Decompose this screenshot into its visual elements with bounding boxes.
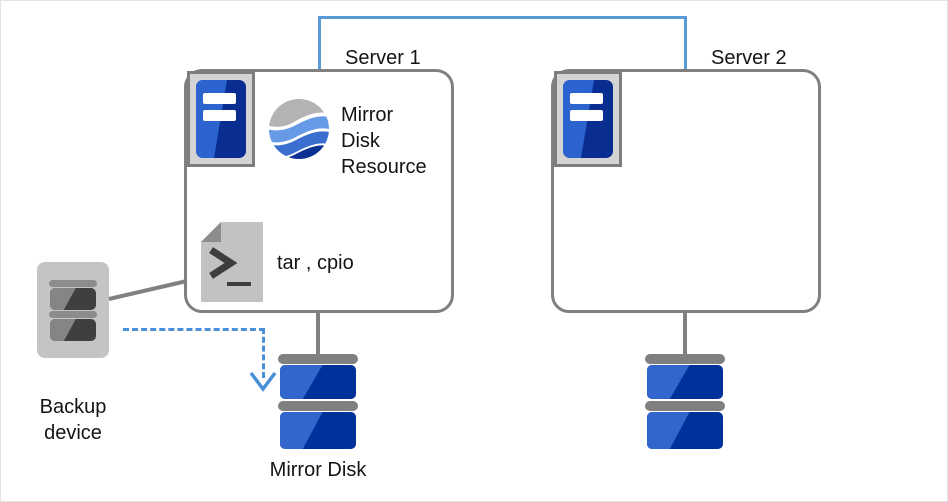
backup-device-label-line2: device	[44, 422, 102, 444]
server2-box	[551, 69, 821, 313]
interconnect-left-vertical	[318, 16, 321, 69]
backup-cap-top	[49, 280, 97, 287]
disk-cap-top	[645, 354, 725, 364]
disk-stack-icon	[645, 354, 725, 449]
backup-device-icon	[37, 262, 109, 358]
server1-title: Server 1	[345, 47, 421, 69]
server-icon	[554, 71, 622, 167]
interconnect-top-horizontal	[318, 16, 687, 19]
server-icon-bar-top	[203, 93, 236, 105]
server-icon-bar-top	[570, 93, 603, 105]
backup-platter-top	[50, 288, 96, 310]
server2-title: Server 2	[711, 47, 787, 69]
interconnect-right-vertical	[684, 16, 687, 69]
disk-platter-bottom	[280, 412, 356, 449]
disk-platter-bottom	[647, 412, 723, 449]
server-icon	[187, 71, 255, 167]
disk-cap-middle	[278, 401, 358, 411]
disk-cap-top	[278, 354, 358, 364]
server-icon-bar-bottom	[570, 109, 603, 121]
disk-cap-middle	[645, 401, 725, 411]
backup-cap-middle	[49, 311, 97, 318]
backup-device-label-line1: Backup	[39, 396, 107, 418]
server2-disk-connector	[683, 313, 687, 356]
mirror-disk-label: Mirror Disk	[269, 459, 367, 481]
backup-platter-bottom	[50, 319, 96, 341]
backup-flow-arrow-vertical	[262, 328, 265, 378]
backup-server-connector	[108, 279, 188, 301]
resource-label-line2: Disk	[341, 130, 380, 152]
server-icon-bar-bottom	[203, 109, 236, 121]
resource-label-line3: Resource	[341, 156, 427, 178]
globe-icon	[268, 98, 330, 160]
resource-label-line1: Mirror	[341, 104, 394, 126]
backup-flow-arrowhead	[249, 371, 277, 398]
disk-platter-top	[647, 365, 723, 399]
backup-flow-arrow-horizontal	[123, 328, 265, 331]
script-terminal-icon	[201, 222, 263, 302]
server1-disk-connector	[316, 313, 320, 356]
disk-stack-icon	[278, 354, 358, 449]
disk-platter-top	[280, 365, 356, 399]
command-label: tar , cpio	[277, 252, 354, 274]
